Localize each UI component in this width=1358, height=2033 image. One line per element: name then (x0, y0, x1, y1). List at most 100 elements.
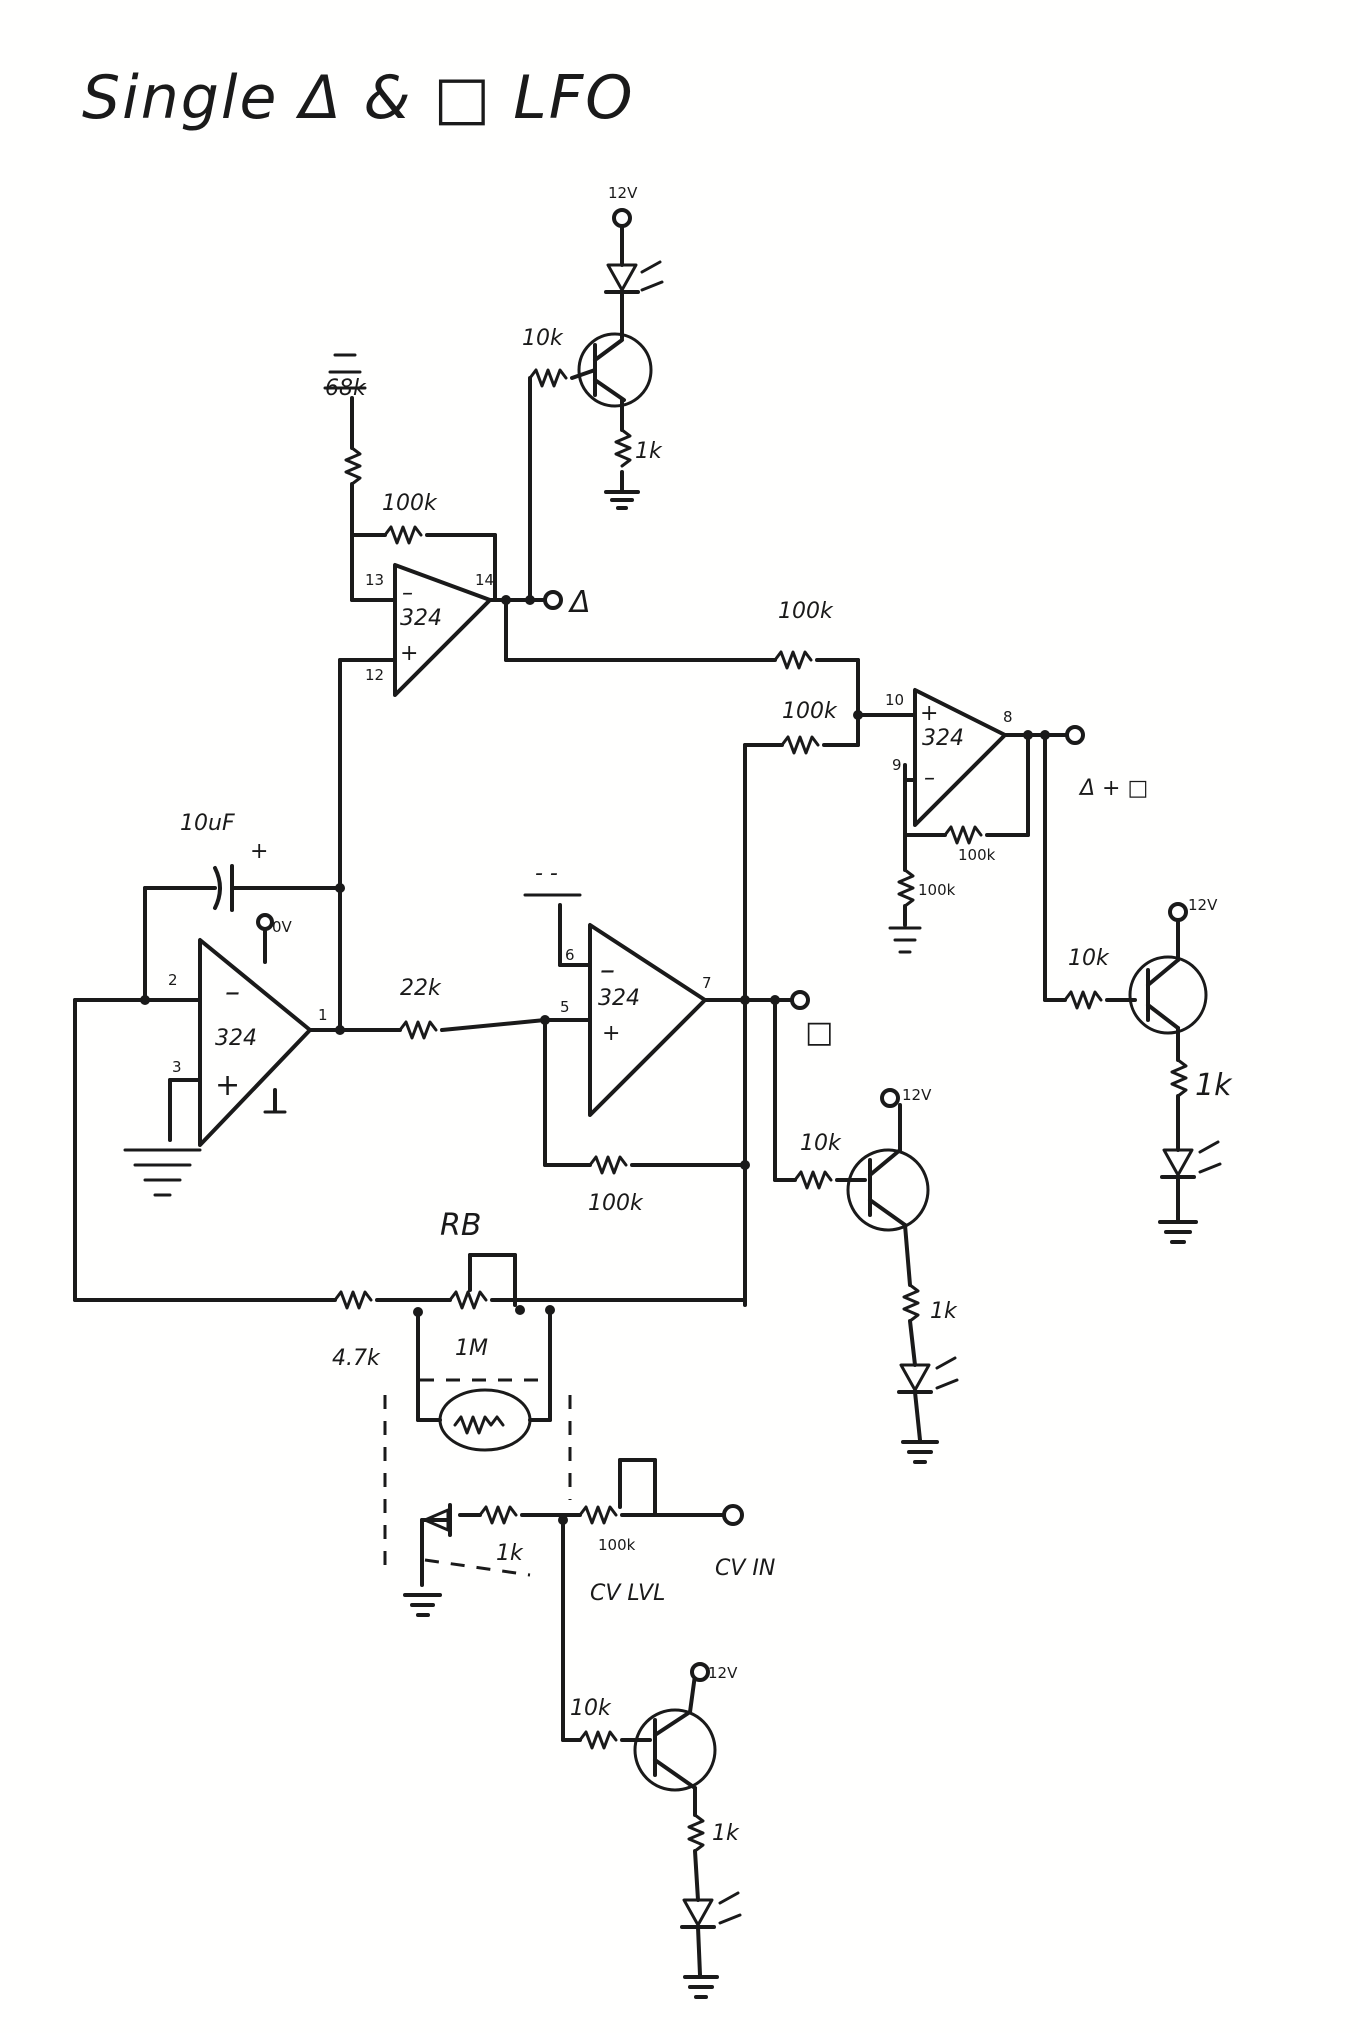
svg-text:100k: 100k (782, 699, 838, 724)
svg-text:–: – (225, 975, 240, 1010)
svg-text:100k: 100k (958, 846, 996, 864)
cv-lvl-label: CV LVL (590, 1581, 665, 1606)
cv-in-jack (722, 1504, 744, 1526)
resistor-22k (398, 1020, 438, 1040)
svg-text:8: 8 (1003, 708, 1013, 726)
svg-text:324: 324 (598, 986, 640, 1011)
resistor-10k-bot (578, 1730, 618, 1750)
resistor-100k-mix2 (780, 735, 820, 755)
svg-text:12V: 12V (902, 1086, 932, 1104)
svg-text:+: + (920, 701, 938, 726)
svg-text:100k: 100k (382, 491, 438, 516)
transistor-icon-bot (633, 1708, 717, 1792)
led-icon-right (1162, 1148, 1194, 1177)
svg-text:12V: 12V (1188, 896, 1218, 914)
svg-text:0V: 0V (272, 918, 293, 936)
svg-text:14: 14 (475, 571, 494, 589)
middle-led-driver: 10k 12V 1k (773, 998, 959, 1464)
svg-text:100k: 100k (598, 1536, 636, 1554)
svg-text:1k: 1k (930, 1299, 958, 1324)
resistor-10k-right (1063, 990, 1103, 1010)
opamp-icon-integrator (198, 938, 312, 1147)
capacitor-icon (213, 866, 222, 910)
svg-text:12V: 12V (708, 1664, 738, 1682)
transistor-icon-right (1128, 955, 1208, 1035)
mix-output-label: Δ + □ (1078, 776, 1148, 801)
opamp-triangle-buffer: 68k 100k 324 – + 13 14 Δ 12 (323, 353, 777, 1032)
pot-100k-cv (578, 1505, 618, 1525)
v12-label-top: 12V (608, 184, 638, 202)
v12-terminal-mid (880, 1088, 900, 1108)
svg-text:9: 9 (892, 756, 902, 774)
svg-text:1k: 1k (1195, 1068, 1233, 1103)
cv-input-section: 1k 100k CV IN CV LVL (383, 1395, 775, 1742)
resistor-10k-mid (793, 1170, 833, 1190)
svg-text:324: 324 (400, 606, 442, 631)
svg-text:7: 7 (702, 974, 712, 992)
svg-text:10k: 10k (800, 1131, 842, 1156)
opamp-comparator: 22k 5 – 324 + - - 6 7 □ 100k (398, 743, 833, 1307)
v12-terminal-top (612, 208, 632, 228)
square-output-label: □ (805, 1015, 833, 1050)
svg-text:1k: 1k (496, 1541, 524, 1566)
top-led-driver: 12V 1k 10k (522, 184, 664, 602)
svg-text:10k: 10k (1068, 946, 1110, 971)
resistor-100k-gnd (897, 868, 915, 908)
led-icon-mid (899, 1363, 931, 1392)
opamp-icon-mix (913, 688, 1007, 827)
svg-text:–: – (924, 766, 935, 791)
opamp-integrator: 10uF + – 324 + 0V 2 3 1 (73, 811, 402, 1302)
svg-text:2: 2 (168, 971, 178, 989)
svg-text:100k: 100k (588, 1191, 644, 1216)
led-icon-top (606, 263, 638, 292)
right-led-driver: 10k 12V 1k (1043, 896, 1233, 1244)
v12-terminal-bot (690, 1662, 710, 1682)
svg-text:13: 13 (365, 571, 384, 589)
svg-text:3: 3 (172, 1058, 182, 1076)
resistor-1k-right (1170, 1058, 1188, 1098)
svg-text:324: 324 (922, 726, 964, 751)
svg-text:324: 324 (215, 1026, 257, 1051)
svg-text:+: + (400, 641, 418, 666)
svg-text:1: 1 (318, 1006, 328, 1024)
rb-label: RB (440, 1208, 481, 1243)
v0-terminal (256, 913, 274, 931)
svg-text:10: 10 (885, 691, 904, 709)
resistor-100k-mix1 (773, 650, 813, 670)
svg-text:6: 6 (565, 946, 575, 964)
svg-text:–: – (600, 953, 615, 988)
svg-text:10uF: 10uF (180, 811, 235, 836)
resistor-10k-top (528, 368, 568, 388)
pot-rb (448, 1290, 488, 1310)
schematic-title: Single Δ & □ LFO (82, 63, 634, 133)
svg-text:1M: 1M (455, 1336, 488, 1361)
svg-text:22k: 22k (400, 976, 442, 1001)
resistor-1k-top (614, 428, 632, 468)
opamp-mixer: 100k 100k 10 + 324 – 8 Δ + □ 9 100k 100k (743, 599, 1148, 1002)
svg-text:+: + (602, 1021, 620, 1046)
svg-text:1k: 1k (712, 1821, 740, 1846)
svg-text:–: – (402, 581, 413, 606)
svg-text:10k: 10k (570, 1696, 612, 1721)
opamp-icon-comparator (588, 923, 707, 1117)
resistor-100k-hyst (588, 1155, 628, 1175)
frequency-network: 4.7k RB 1M (73, 1208, 747, 1452)
svg-text:+: + (250, 839, 268, 864)
v12-terminal-right (1168, 902, 1188, 922)
svg-text:10k: 10k (522, 326, 564, 351)
resistor-100k-fb (943, 825, 983, 845)
mix-output-terminal (1065, 725, 1085, 745)
resistor-100k-int (383, 525, 423, 545)
square-output-terminal (790, 990, 810, 1010)
svg-text:1k: 1k (635, 439, 663, 464)
resistor-68k (344, 446, 362, 486)
triangle-output-terminal (543, 590, 563, 610)
resistor-1k-mid (902, 1283, 920, 1323)
svg-text:100k: 100k (778, 599, 834, 624)
svg-text:- -: - - (535, 861, 558, 886)
bottom-led-driver: 10k 12V 1k (561, 1662, 742, 1999)
opamp-icon-int (393, 563, 492, 697)
resistor-1k-cv (478, 1505, 518, 1525)
